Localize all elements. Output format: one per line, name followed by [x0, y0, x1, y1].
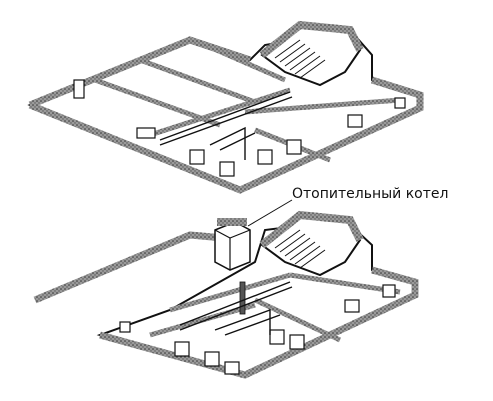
- lower-radiators: [119, 284, 396, 375]
- lower-pipes: [179, 281, 293, 336]
- upper-floor-plan: [27, 20, 424, 194]
- lower-floor-plan: [33, 199, 419, 379]
- upper-pipes: [159, 91, 293, 160]
- heating-boiler: [214, 218, 251, 271]
- callout-leader-line: [247, 199, 293, 227]
- lower-outer-wall: [96, 218, 416, 377]
- lower-interior-walls: [149, 272, 401, 343]
- riser-pipe: [239, 281, 246, 315]
- upper-radiators: [73, 79, 406, 177]
- upper-staircase: [259, 20, 364, 87]
- boiler-callout-label: Отопительный котел: [292, 186, 449, 202]
- lower-staircase: [259, 210, 364, 277]
